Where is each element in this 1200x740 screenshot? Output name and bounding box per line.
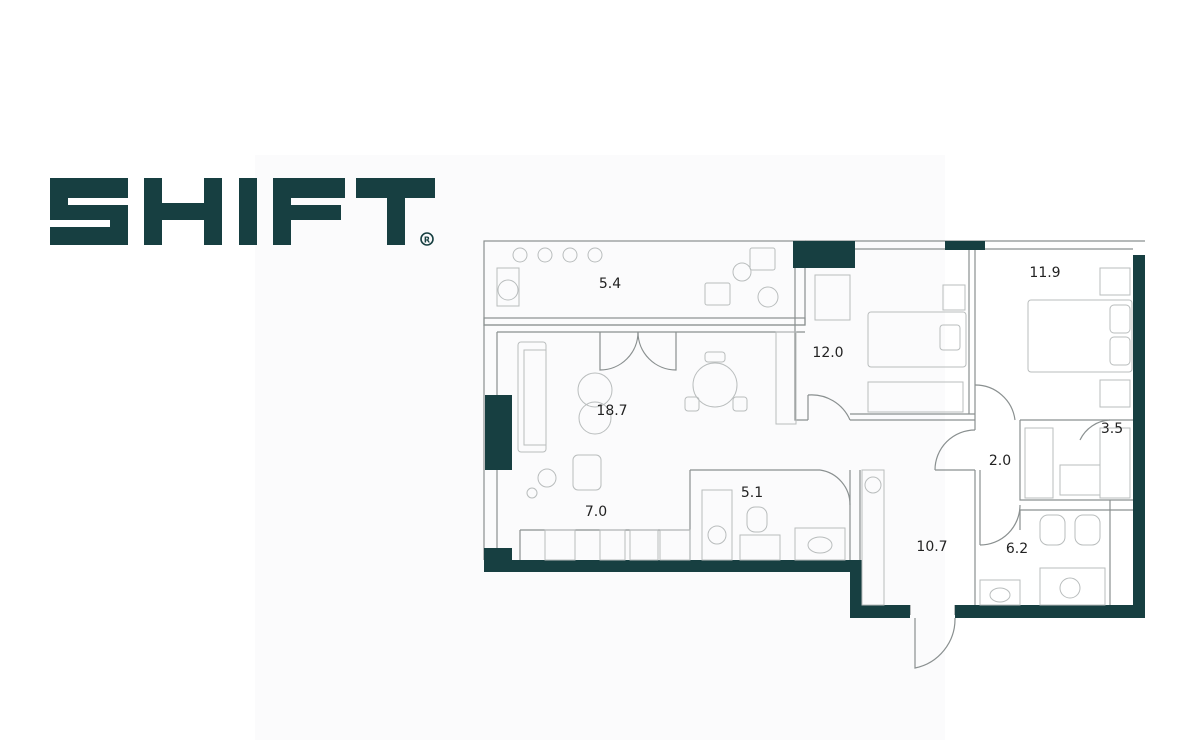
interior-walls bbox=[483, 240, 1145, 615]
svg-text:R: R bbox=[424, 236, 430, 245]
area-label-bathroom-small: 3.5 bbox=[1101, 421, 1123, 437]
shift-logo: R bbox=[50, 178, 435, 246]
area-label-kitchen: 7.0 bbox=[585, 504, 607, 520]
area-label-bathroom-guest: 5.1 bbox=[741, 485, 763, 501]
furniture bbox=[496, 247, 1133, 606]
area-labels: 5.4 12.0 11.9 18.7 3.5 2.0 5.1 7.0 10.7 … bbox=[585, 265, 1123, 557]
area-label-bathroom-master: 6.2 bbox=[1006, 541, 1028, 557]
structural-walls bbox=[484, 241, 1145, 618]
area-label-bedroom-master: 11.9 bbox=[1029, 265, 1060, 281]
area-label-living-room: 18.7 bbox=[596, 403, 627, 419]
area-label-balcony: 5.4 bbox=[599, 276, 621, 292]
area-label-hallway: 10.7 bbox=[916, 539, 947, 555]
area-label-corridor: 2.0 bbox=[989, 453, 1011, 469]
area-label-bedroom-small: 12.0 bbox=[812, 345, 843, 361]
doors bbox=[599, 331, 1111, 669]
